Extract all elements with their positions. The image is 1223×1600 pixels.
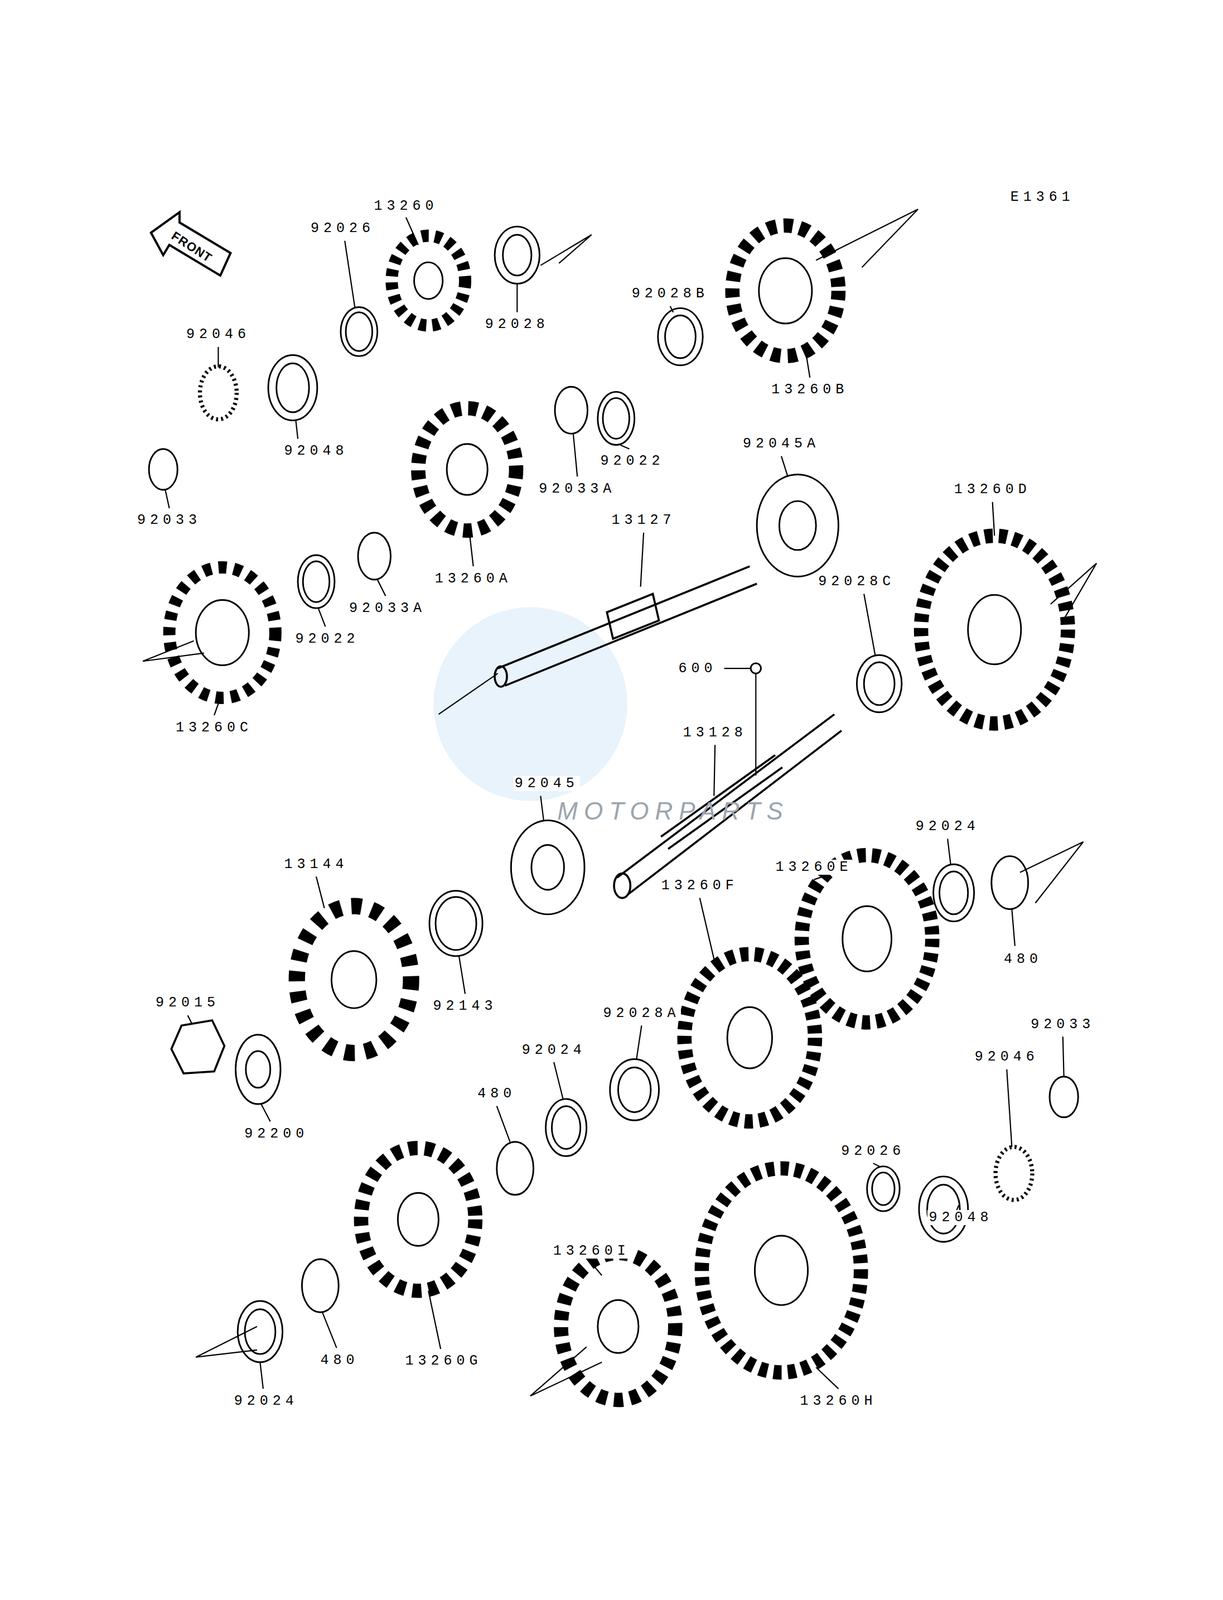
callout-number: 92046 (973, 1049, 1041, 1065)
callout-number: 13144 (282, 856, 350, 872)
callout-number: E1361 (1009, 189, 1076, 205)
callout-number: 13260D (953, 481, 1033, 497)
callout-number: 92015 (154, 994, 221, 1010)
callout-number: 480 (319, 1352, 361, 1368)
callout-number: 13260F (660, 877, 740, 893)
callout-number: 92028A (601, 1005, 681, 1021)
callout-number: 13260A (433, 571, 514, 587)
callout-number: 92046 (185, 326, 252, 342)
callout-number: 92022 (294, 631, 361, 647)
callout-number: 92026 (839, 1143, 907, 1159)
callout-number: 92033A (537, 481, 617, 497)
callout-number: 92045A (741, 436, 821, 452)
callout-number: 92022 (598, 453, 666, 469)
callout-number: 13260H (798, 1393, 878, 1409)
callout-number: 13260I (552, 1243, 632, 1259)
callout-number: 480 (1002, 951, 1044, 967)
callout-number: 13127 (610, 512, 678, 528)
callout-number: 480 (476, 1085, 517, 1101)
callout-number: 92048 (927, 1209, 994, 1225)
callout-number: 92048 (282, 443, 350, 459)
callout-number: 92143 (432, 998, 499, 1014)
callout-number: 13260C (174, 719, 254, 736)
callout-number: 13260B (770, 382, 850, 398)
watermark: MOTORPARTS (556, 798, 791, 824)
callout-number: 13128 (682, 724, 749, 741)
callout-number: 92024 (520, 1042, 588, 1058)
callout-number: 13260G (404, 1352, 484, 1368)
callout-number: 92026 (309, 220, 376, 236)
callout-number: 92024 (914, 818, 981, 834)
callout-number: 92024 (233, 1393, 300, 1409)
callout-number: 92200 (243, 1125, 310, 1142)
callout-number: 92028 (484, 316, 551, 332)
callout-number: 92033 (136, 512, 203, 528)
callout-number: 600 (677, 660, 719, 676)
callout-number: 92045 (513, 775, 580, 791)
callout-number: 92028C (817, 573, 897, 589)
callout-number: 92033 (1029, 1016, 1096, 1032)
callout-number: 92028B (630, 286, 710, 302)
callout-number: 92033A (347, 600, 428, 616)
callout-number: 13260E (774, 859, 854, 875)
callout-number: 13260 (372, 198, 439, 214)
